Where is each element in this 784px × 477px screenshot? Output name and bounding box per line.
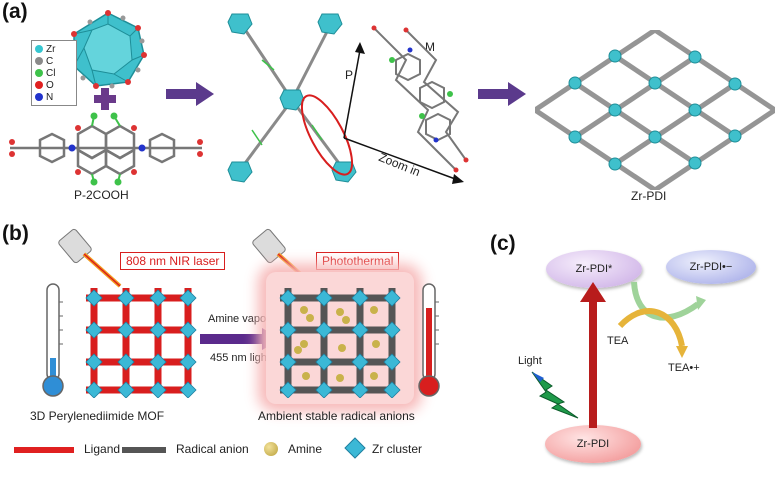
excited-state-node: Zr-PDI*	[546, 250, 642, 288]
element-legend-item: O	[35, 79, 73, 91]
helix-model	[371, 25, 469, 173]
light-label: Light	[518, 355, 542, 367]
laser-left-icon	[58, 228, 122, 288]
helix-p-label: P	[345, 68, 354, 82]
plus-icon	[94, 88, 116, 110]
element-legend-item: C	[35, 55, 73, 67]
zr-cluster-label: Zr cluster	[372, 442, 423, 456]
amine-vapor-label: Amine vapor	[208, 313, 270, 325]
element-symbol: Cl	[46, 67, 56, 79]
element-dot	[35, 81, 43, 89]
zr-pdi-framework	[535, 30, 775, 190]
zr-cluster-swatch	[344, 437, 366, 459]
product-caption: Zr-PDI	[631, 189, 667, 203]
element-dot	[35, 93, 43, 101]
amine-label: Amine	[288, 442, 323, 456]
panel-b-label: (b)	[2, 222, 29, 245]
element-dot	[35, 57, 43, 65]
excitation-arrow-icon	[580, 282, 606, 428]
element-symbol: Zr	[46, 43, 56, 55]
linker-caption: P-2COOH	[74, 188, 129, 202]
radical-anion-label: Radical anion	[176, 442, 249, 456]
element-dot	[35, 69, 43, 77]
zoom-arrows	[343, 42, 464, 184]
panel-c-label: (c)	[490, 232, 516, 255]
amine-swatch	[264, 442, 278, 456]
laser-left-label: 808 nm NIR laser	[120, 252, 226, 270]
arrow-right-icon-2	[478, 82, 526, 106]
tea-oxidized-label: TEA•+	[668, 362, 700, 374]
zr-cluster-model	[69, 10, 147, 89]
helix-m-label: M	[425, 40, 435, 54]
tea-label: TEA	[607, 335, 629, 347]
caption-left: 3D Perylenediimide MOF	[30, 409, 165, 423]
radical-anion-swatch	[122, 447, 166, 453]
process-arrow-icon	[200, 328, 282, 350]
panel-a-label: (a)	[2, 0, 28, 23]
element-symbol: C	[46, 55, 54, 67]
electron-transfer-arrows	[617, 281, 706, 358]
element-symbol: N	[46, 91, 54, 103]
element-symbol: O	[46, 79, 54, 91]
thermometer-hot-icon	[418, 283, 440, 397]
ground-state-label: Zr-PDI	[576, 438, 610, 450]
ligand-label: Ligand	[84, 442, 121, 456]
laser-right-label: Photothermal	[316, 252, 400, 270]
caption-right: Ambient stable radical anions	[258, 409, 415, 423]
lightning-icon	[531, 371, 579, 419]
mof-grid-left	[85, 288, 197, 398]
pdi-linker-molecule	[9, 112, 203, 186]
mof-fragment	[227, 13, 357, 183]
radical-state-label: Zr-PDI•−	[689, 261, 733, 273]
arrow-right-icon	[166, 82, 214, 106]
excited-state-label: Zr-PDI*	[575, 263, 613, 275]
ground-state-node: Zr-PDI	[545, 425, 641, 463]
radical-state-node: Zr-PDI•−	[666, 250, 756, 284]
element-legend-item: N	[35, 91, 73, 103]
element-dot	[35, 45, 43, 53]
mof-grid-right	[279, 288, 401, 398]
element-legend-item: Zr	[35, 43, 73, 55]
light-455-label: 455 nm light	[210, 352, 270, 364]
element-legend-item: Cl	[35, 67, 73, 79]
ligand-swatch	[14, 447, 74, 453]
thermometer-cold-icon	[42, 283, 64, 397]
